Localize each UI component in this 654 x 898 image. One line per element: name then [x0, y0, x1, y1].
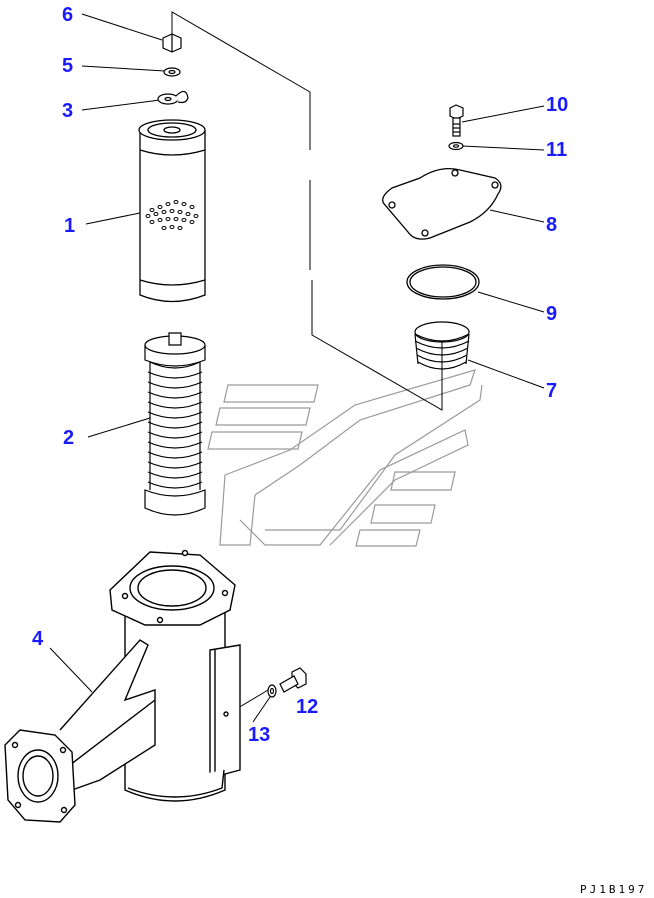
part-1-filter-element [139, 120, 205, 302]
callout-6: 6 [62, 4, 73, 26]
part-4-housing [5, 551, 240, 823]
callout-1: 1 [64, 215, 75, 237]
drawing-code: PJ1B197 [580, 883, 647, 896]
part-10-bolt [450, 105, 463, 136]
part-13-washer [268, 685, 276, 697]
callout-12: 12 [296, 696, 318, 718]
callout-3: 3 [62, 100, 73, 122]
callout-10: 10 [546, 94, 568, 116]
callout-11: 11 [546, 139, 567, 161]
callout-labels: 6 5 3 1 2 4 10 11 8 9 7 12 13 [32, 4, 568, 746]
callout-13: 13 [248, 724, 270, 746]
part-2-spring-element [145, 333, 205, 515]
callout-9: 9 [546, 303, 557, 325]
callout-8: 8 [546, 214, 557, 236]
part-6-nut [163, 34, 181, 52]
callout-2: 2 [63, 427, 74, 449]
part-12-bolt [280, 668, 306, 692]
part-9-o-ring [407, 265, 479, 299]
watermark-logo [207, 369, 483, 547]
part-11-washer [449, 143, 463, 150]
callout-5: 5 [62, 55, 73, 77]
part-8-cover [383, 169, 501, 240]
part-3-wing-clip [158, 91, 188, 104]
callout-4: 4 [32, 628, 44, 650]
part-7-spring [415, 322, 469, 369]
leader-lines [49, 11, 545, 723]
callout-7: 7 [546, 380, 557, 402]
part-5-washer [164, 68, 180, 76]
